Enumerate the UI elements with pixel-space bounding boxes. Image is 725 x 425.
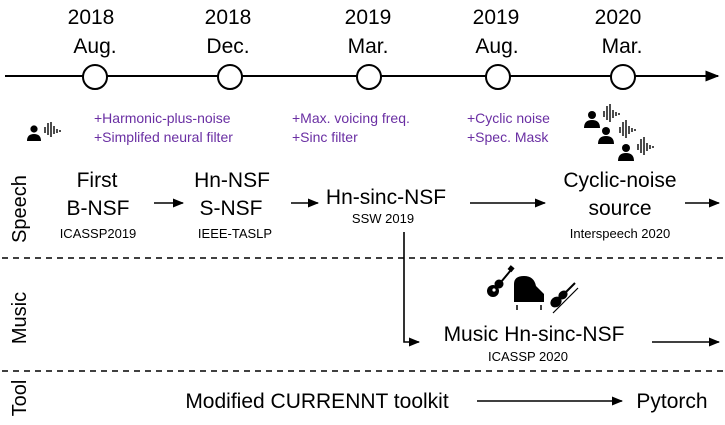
- milestone-2018-aug: 2018 Aug.: [68, 6, 117, 90]
- feature-note: +Spec. Mask: [467, 129, 549, 145]
- speech-arrows: [154, 198, 721, 347]
- milestone-marker: [610, 64, 636, 90]
- milestone-month: Aug.: [73, 35, 116, 58]
- milestone-marker: [485, 64, 511, 90]
- model-name: Cyclic-noise: [563, 169, 676, 192]
- milestone-year: 2019: [345, 6, 392, 29]
- milestone-year: 2020: [595, 6, 642, 29]
- model-b-nsf: First B-NSF ICASSP2019: [60, 169, 137, 241]
- milestone-marker: [356, 64, 382, 90]
- feature-note: +Cyclic noise: [467, 110, 550, 126]
- milestone-2019-aug: 2019 Aug.: [473, 6, 520, 90]
- model-hn-nsf: Hn-NSF S-NSF IEEE-TASLP: [194, 169, 272, 241]
- model-venue: IEEE-TASLP: [198, 226, 272, 241]
- milestone-month: Aug.: [475, 35, 518, 58]
- tool-pytorch: Pytorch: [636, 390, 707, 413]
- milestone-year: 2018: [205, 6, 252, 29]
- model-name: S-NSF: [200, 197, 263, 220]
- row-label-music: Music: [9, 292, 31, 344]
- model-cyclic-noise: Cyclic-noise source Interspeech 2020: [563, 169, 676, 241]
- tool-currennt: Modified CURRENNT toolkit: [185, 390, 449, 413]
- model-venue: SSW 2019: [352, 211, 414, 226]
- feature-notes: +Harmonic-plus-noise +Simplifed neural f…: [94, 110, 550, 145]
- milestone-marker: [82, 64, 108, 90]
- feature-note: +Harmonic-plus-noise: [94, 110, 231, 126]
- milestone-marker: [217, 64, 243, 90]
- feature-note: +Max. voicing freq.: [292, 110, 410, 126]
- model-name: Music Hn-sinc-NSF: [444, 323, 625, 346]
- speaker-waveform-icon: [598, 120, 636, 144]
- model-music-hn-sinc-nsf: Music Hn-sinc-NSF ICASSP 2020: [444, 323, 625, 364]
- milestone-year: 2019: [473, 6, 520, 29]
- violin-icon: [550, 282, 579, 314]
- feature-note: +Simplifed neural filter: [94, 129, 233, 145]
- milestone-2018-dec: 2018 Dec.: [205, 6, 252, 90]
- model-name: Hn-sinc-NSF: [326, 186, 446, 209]
- speaker-waveform-icon: [618, 137, 654, 161]
- speaker-waveform-icon: [27, 122, 61, 141]
- row-label-tool: Tool: [9, 380, 31, 417]
- model-name: First: [77, 169, 118, 192]
- milestone-month: Mar.: [348, 35, 389, 58]
- milestone-month: Mar.: [602, 35, 643, 58]
- row-label-speech: Speech: [9, 175, 31, 243]
- milestone-2019-mar: 2019 Mar.: [345, 6, 392, 90]
- milestone-month: Dec.: [206, 35, 249, 58]
- guitar-icon: [487, 265, 515, 297]
- model-venue: Interspeech 2020: [570, 226, 670, 241]
- milestone-2020-mar: 2020 Mar.: [595, 6, 643, 90]
- milestone-year: 2018: [68, 6, 115, 29]
- model-name: Hn-NSF: [194, 169, 270, 192]
- feature-note: +Sinc filter: [292, 129, 358, 145]
- branch-arrow: [403, 232, 421, 347]
- model-name: B-NSF: [67, 197, 130, 220]
- piano-icon: [514, 276, 544, 310]
- model-venue: ICASSP2019: [60, 226, 137, 241]
- model-venue: ICASSP 2020: [488, 349, 568, 364]
- model-name: source: [588, 197, 651, 220]
- speaker-waveform-icon: [584, 104, 620, 128]
- model-hn-sinc-nsf: Hn-sinc-NSF SSW 2019: [326, 186, 446, 226]
